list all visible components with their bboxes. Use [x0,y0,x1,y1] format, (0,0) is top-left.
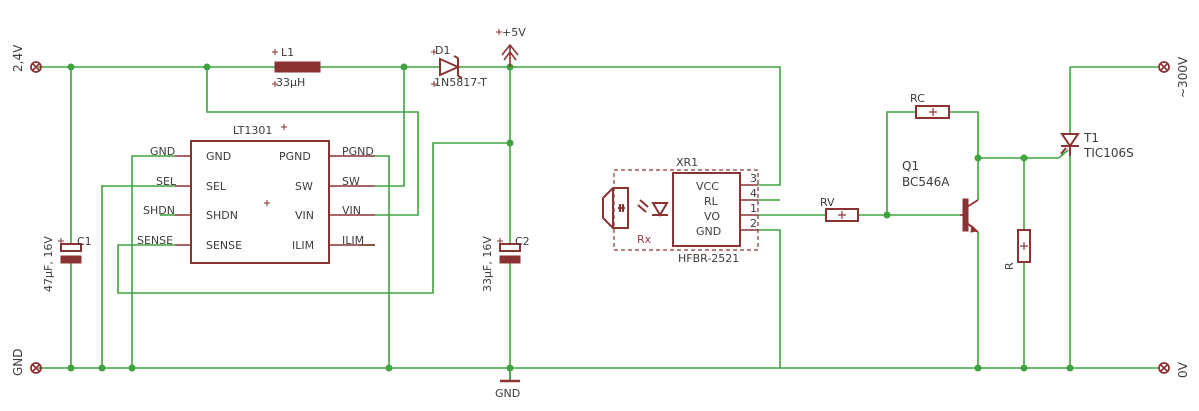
terminal-out-hv: ~300V [1158,56,1190,98]
u1-net-left-4: SENSE [137,234,173,247]
junction-dot [1066,364,1074,372]
c1-value: 47µF, 16V [42,236,55,292]
xr1-value: HFBR-2521 [678,252,739,265]
junction-dot [883,211,891,219]
l1-value: 33µH [276,76,305,89]
wires [38,66,1158,380]
terminal-in-gnd-label: GND [11,348,25,376]
u1-net-right-1: PGND [342,145,374,158]
capacitor-c2: C2 33µF, 16V [481,235,530,292]
receiver-xr1: XR1 HFBR-2521 VCC RL VO GND 3 4 1 2 Rx [602,156,759,265]
rc-ref: RC [910,92,925,105]
xr1-rx-label: Rx [637,233,652,246]
resistor-rv: RV [820,196,859,222]
thyristor-t1: T1 TIC106S [1060,131,1134,160]
xr1-pinnum-1: 3 [750,172,757,185]
terminal-out-zero-label: 0V [1176,361,1190,378]
u1-pin-right-1: PGND [279,150,311,163]
xr1-pinnum-2: 4 [750,187,757,200]
u1-pin-left-1: GND [206,150,231,163]
junction-dot [67,364,75,372]
junction-dot [974,364,982,372]
q1-ref: Q1 [902,159,919,173]
origin-markers [58,29,503,244]
c2-value: 33µF, 16V [481,236,494,292]
u1-pin-right-4: ILIM [292,239,314,252]
t1-value: TIC106S [1083,146,1134,160]
supply-plus5v: +5V [501,26,526,67]
c1-ref: C1 [77,235,92,248]
junction-dot [203,63,211,71]
rv-ref: RV [820,196,835,209]
u1-net-left-2: SEL [156,175,177,188]
transistor-q1: Q1 BC546A [902,159,979,233]
l1-ref: L1 [281,46,294,59]
capacitor-c1: C1 47µF, 16V [42,235,92,292]
u1-net-right-3: VIN [342,204,361,217]
plus5v-label: +5V [502,26,526,39]
resistor-r: R [1003,229,1031,270]
junction-dot [128,364,136,372]
terminal-out-hv-label: ~300V [1176,56,1190,98]
supply-gnd: GND [495,379,520,400]
ic-lt1301: LT1301 GND SEL SHDN SENSE PGND SW VIN IL… [137,124,375,264]
xr1-pinnum-4: 2 [750,217,757,230]
terminal-in-gnd: GND [11,348,42,376]
diode-d1: D1 1N5817-T [434,44,487,89]
u1-pin-right-3: VIN [295,209,314,222]
u1-ref: LT1301 [233,124,272,137]
u1-net-left-1: GND [150,145,175,158]
inductor-l1: L1 33µH [274,46,321,89]
junction-dot [506,364,514,372]
junction-dot [1020,364,1028,372]
t1-ref: T1 [1083,131,1099,145]
junction-dot [67,63,75,71]
junction-dot [506,139,514,147]
junction-dot [98,364,106,372]
q1-value: BC546A [902,175,950,189]
resistor-rc: RC [910,92,950,119]
u1-pin-left-4: SENSE [206,239,242,252]
r-ref: R [1003,262,1016,270]
terminal-in-pos-label: 2,4V [11,44,25,72]
xr1-pin-1: VCC [696,180,719,193]
xr1-ref: XR1 [676,156,698,169]
u1-net-right-2: SW [342,175,360,188]
terminal-in-pos: 2,4V [11,44,42,73]
terminal-out-zero: 0V [1158,361,1190,378]
junction-dot [400,63,408,71]
xr1-pinnum-3: 1 [750,202,757,215]
u1-pin-left-3: SHDN [206,209,238,222]
u1-net-left-3: SHDN [143,204,175,217]
d1-value: 1N5817-T [434,76,487,89]
xr1-pin-2: RL [704,195,719,208]
junction-dot [974,154,982,162]
junction-dot [1020,154,1028,162]
junction-dot [385,364,393,372]
gnd-label: GND [495,387,520,400]
u1-pin-right-2: SW [295,180,313,193]
d1-ref: D1 [435,44,450,57]
xr1-pin-4: GND [696,225,721,238]
u1-pin-left-2: SEL [206,180,227,193]
c2-ref: C2 [515,235,530,248]
u1-net-right-4: ILIM [342,234,364,247]
xr1-pin-3: VO [704,210,720,223]
